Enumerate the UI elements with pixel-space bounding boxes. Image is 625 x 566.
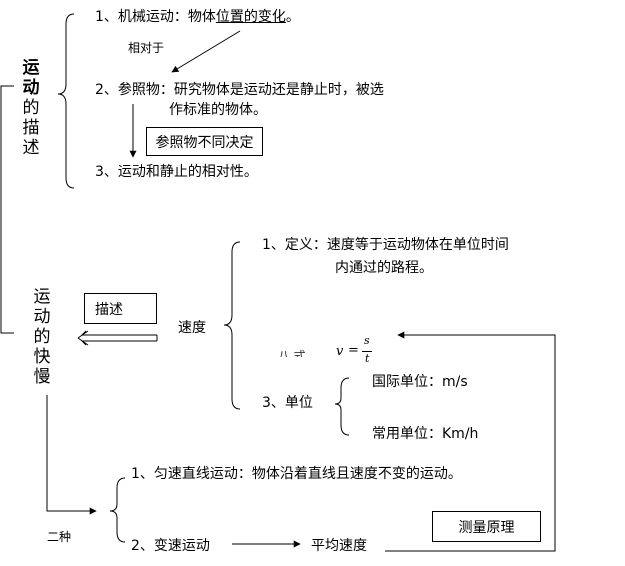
- item-relativity: 3、运动和静止的相对性。: [95, 164, 258, 180]
- speed-definition-line2: 内通过的路程。: [335, 260, 433, 276]
- formula-fraction-bar: [362, 351, 372, 352]
- title-char: 快: [33, 347, 51, 367]
- unit-label: 3、单位: [262, 395, 313, 411]
- variable-motion: 2、变速运动: [131, 538, 210, 554]
- brace-speed: [223, 241, 241, 410]
- formula-denominator: t: [365, 352, 370, 365]
- brace-description: [57, 13, 75, 189]
- item-mechanical-motion-suffix: 。: [285, 9, 300, 25]
- arrow-relative: [171, 30, 241, 73]
- title-char: 运: [22, 58, 40, 78]
- unit-international: 国际单位：m/s: [372, 374, 468, 390]
- speed-formula: v = s t: [336, 334, 386, 368]
- item-mechanical-motion-emph: 位置的变化: [215, 9, 286, 25]
- title-char: 的: [22, 98, 40, 118]
- item-mechanical-motion: 1、机械运动：物体位置的变化。: [95, 8, 300, 26]
- hollow-arrow: [80, 330, 158, 346]
- relative-note: 相对于: [128, 41, 165, 55]
- formula-v: v: [336, 344, 344, 359]
- formula-label-cut: 、 八 式: [262, 349, 306, 357]
- arrow-two-kinds: [46, 395, 97, 515]
- speed-label: 速度: [178, 320, 206, 336]
- speed-definition-line1: 1、定义：速度等于运动物体在单位时间: [262, 237, 509, 253]
- brace-units: [334, 377, 350, 436]
- title-motion-description: 运 动 的 描 述: [21, 58, 41, 158]
- title-char: 慢: [33, 367, 51, 387]
- formula-numerator: s: [364, 334, 370, 347]
- title-char: 述: [22, 138, 40, 158]
- describe-box: 描述: [84, 293, 157, 324]
- item-reference-line2: 作标准的物体。: [169, 102, 267, 118]
- title-char: 的: [33, 327, 51, 347]
- uniform-motion: 1、匀速直线运动：物体沿着直线且速度不变的运动。: [131, 466, 462, 482]
- title-char: 动: [22, 78, 40, 98]
- title-char: 运: [33, 287, 51, 307]
- arrow-principle-loop: [385, 331, 556, 552]
- item-reference-line1: 2、参照物：研究物体是运动还是静止时，被选: [95, 82, 384, 98]
- item-mechanical-motion-prefix: 1、机械运动：物体: [95, 9, 216, 25]
- two-kinds-label: 二种: [47, 530, 72, 544]
- outer-bracket: [0, 85, 14, 334]
- formula-eq: =: [348, 343, 359, 358]
- measurement-principle-box: 测量原理: [432, 511, 541, 542]
- brace-motion: [109, 477, 126, 543]
- title-char: 动: [33, 307, 51, 327]
- title-char: 描: [22, 118, 40, 138]
- average-speed: 平均速度: [311, 538, 367, 554]
- unit-common: 常用单位：Km/h: [372, 426, 479, 442]
- reference-note-box: 参照物不同决定: [146, 127, 263, 156]
- title-motion-speed: 运 动 的 快 慢: [32, 287, 52, 387]
